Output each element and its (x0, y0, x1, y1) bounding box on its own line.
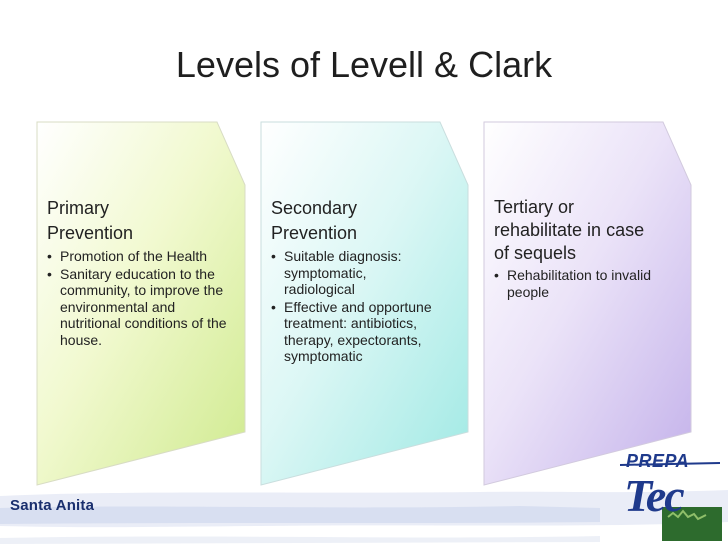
stage-3-heading-line: Tertiary or (494, 197, 575, 217)
bullet-item: Promotion of the Health (47, 248, 239, 265)
stage-3-bullets: Rehabilitation to invalid people (494, 267, 686, 300)
logo-line-1: PREPA (626, 451, 690, 471)
stage-3-heading-line: of sequels (494, 243, 577, 263)
stage-3-heading-line: rehabilitate in case (494, 220, 645, 240)
stage-3-content: Tertiary or rehabilitate in case of sequ… (494, 196, 686, 301)
stage-1-bullets: Promotion of the Health Sanitary educati… (47, 248, 239, 348)
bullet-item: Suitable diagnosis: symptomatic, radiolo… (271, 248, 424, 298)
prepa-tec-logo: PREPA Tec (616, 443, 724, 543)
campus-name: Santa Anita (10, 497, 95, 514)
slide-title: Levels of Levell & Clark (175, 44, 553, 85)
stage-2-bullets: Suitable diagnosis: symptomatic, radiolo… (271, 248, 461, 365)
stage-2-heading-line: Prevention (271, 223, 358, 243)
bullet-item: Effective and opportune treatment: antib… (271, 299, 462, 365)
stage-2-heading-line: Secondary (271, 198, 358, 218)
logo-graphic (619, 462, 722, 541)
bullet-item: Rehabilitation to invalid people (494, 267, 686, 300)
stage-1-heading: Primary Prevention (47, 196, 239, 246)
bullet-item: Sanitary education to the community, to … (47, 266, 239, 349)
stage-2-content: Secondary Prevention Suitable diagnosis:… (271, 196, 461, 366)
stage-1-heading-line: Prevention (47, 223, 134, 243)
stage-3-chevron (483, 121, 692, 486)
stage-1-heading-line: Primary (47, 198, 109, 218)
stage-1-content: Primary Prevention Promotion of the Heal… (47, 196, 239, 349)
stage-3-heading: Tertiary or rehabilitate in case of sequ… (494, 196, 686, 265)
logo-line-2: Tec (624, 470, 685, 521)
stage-2-heading: Secondary Prevention (271, 196, 461, 246)
footer-brush-stroke (0, 490, 728, 544)
